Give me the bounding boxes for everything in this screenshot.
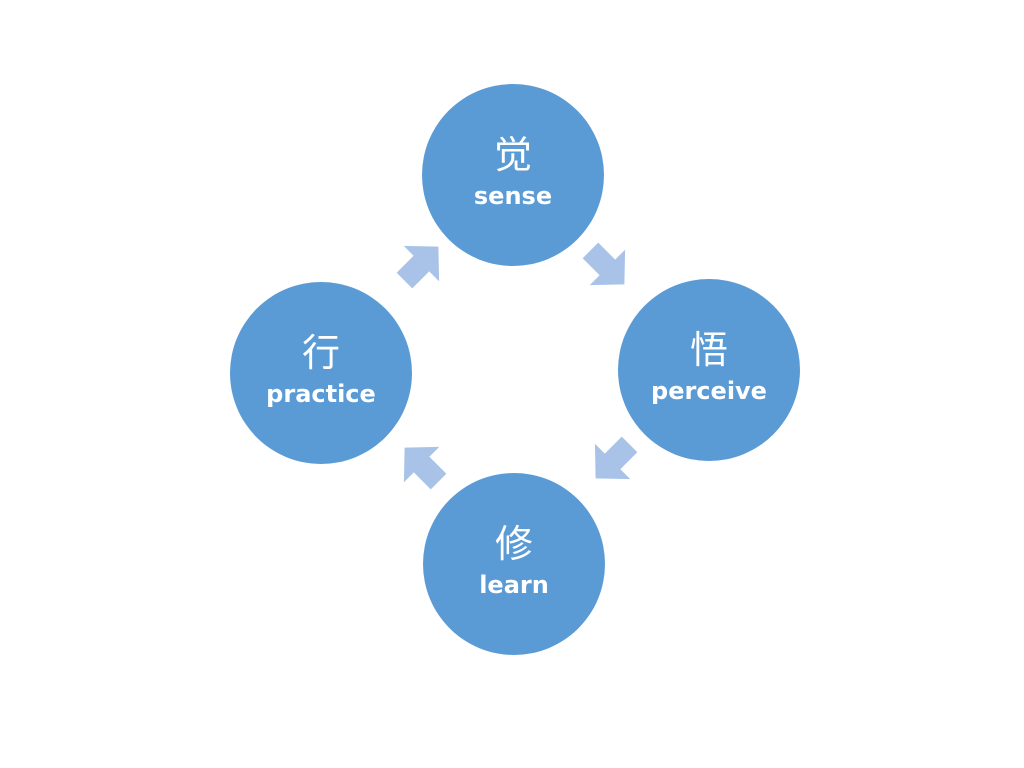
node-learn-chinese-label: 修 — [494, 522, 533, 566]
node-practice: 行 practice — [230, 282, 412, 464]
arrow-sense-to-perceive-icon — [572, 232, 643, 303]
arrow-perceive-to-learn-icon — [577, 426, 648, 497]
node-practice-english-label: practice — [266, 380, 376, 408]
node-perceive: 悟 perceive — [618, 279, 800, 461]
node-perceive-chinese-label: 悟 — [689, 328, 728, 372]
node-sense-english-label: sense — [473, 182, 553, 210]
node-sense-chinese-label: 觉 — [493, 133, 532, 177]
arrow-learn-to-practice-icon — [386, 429, 457, 500]
node-practice-chinese-label: 行 — [301, 331, 340, 375]
node-learn: 修 learn — [423, 473, 605, 655]
node-learn-english-label: learn — [479, 571, 549, 599]
node-sense: 觉 sense — [422, 84, 604, 266]
arrow-practice-to-sense-icon — [386, 228, 457, 299]
node-perceive-english-label: perceive — [651, 377, 767, 405]
